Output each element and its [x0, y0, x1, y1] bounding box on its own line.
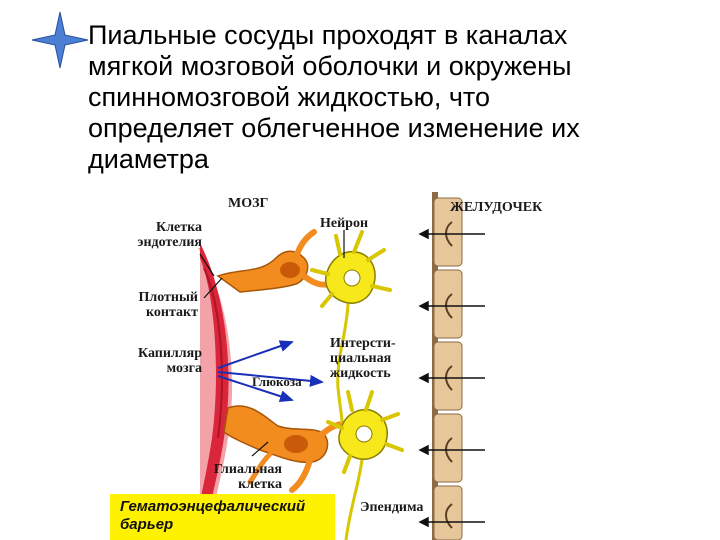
- title-line: спинномозговой жидкостью, что: [88, 82, 490, 112]
- glial-cell-lower: [223, 405, 347, 493]
- tight-junction-leader: [203, 277, 223, 299]
- label-brain: МОЗГ: [228, 196, 269, 211]
- title-line: Пиальные сосуды проходят в каналах: [88, 20, 568, 50]
- glial-cell-upper: [216, 229, 333, 293]
- title-line: определяет облегченное изменение их: [88, 113, 580, 143]
- label-glial-cell: Глиальная клетка: [213, 462, 282, 492]
- endothelial-leader: [199, 253, 215, 277]
- title-line: мягкой мозговой оболочки и окружены: [88, 51, 572, 81]
- label-interstitial-fluid: Интерсти- циальная жидкость: [330, 336, 396, 381]
- label-tight-junction: Плотный контакт: [138, 290, 199, 320]
- label-ventricle: ЖЕЛУДОЧЕК: [450, 200, 543, 215]
- label-ependyma: Эпендима: [360, 500, 424, 515]
- slide-title: Пиальные сосуды проходят в каналах мягко…: [88, 20, 708, 175]
- label-endothelial-cell: Клетка эндотелия: [137, 220, 202, 250]
- blood-brain-barrier-diagram: [192, 192, 485, 540]
- glial-leader: [251, 441, 269, 457]
- capillary-endothelium: [192, 243, 229, 540]
- title-line: диаметра: [88, 144, 209, 174]
- star-bullet-icon: [31, 11, 89, 69]
- neuron-lower: [326, 390, 404, 540]
- label-blood-brain-barrier: Гематоэнцефалический барьер: [110, 494, 335, 540]
- label-glucose: Глюкоза: [252, 374, 302, 389]
- ependyma-column: [432, 192, 463, 540]
- label-brain-capillary: Капилляр мозга: [138, 346, 202, 376]
- label-neuron: Нейрон: [320, 216, 369, 231]
- neuron-upper: [310, 230, 392, 449]
- glucose-arrows: [217, 340, 324, 403]
